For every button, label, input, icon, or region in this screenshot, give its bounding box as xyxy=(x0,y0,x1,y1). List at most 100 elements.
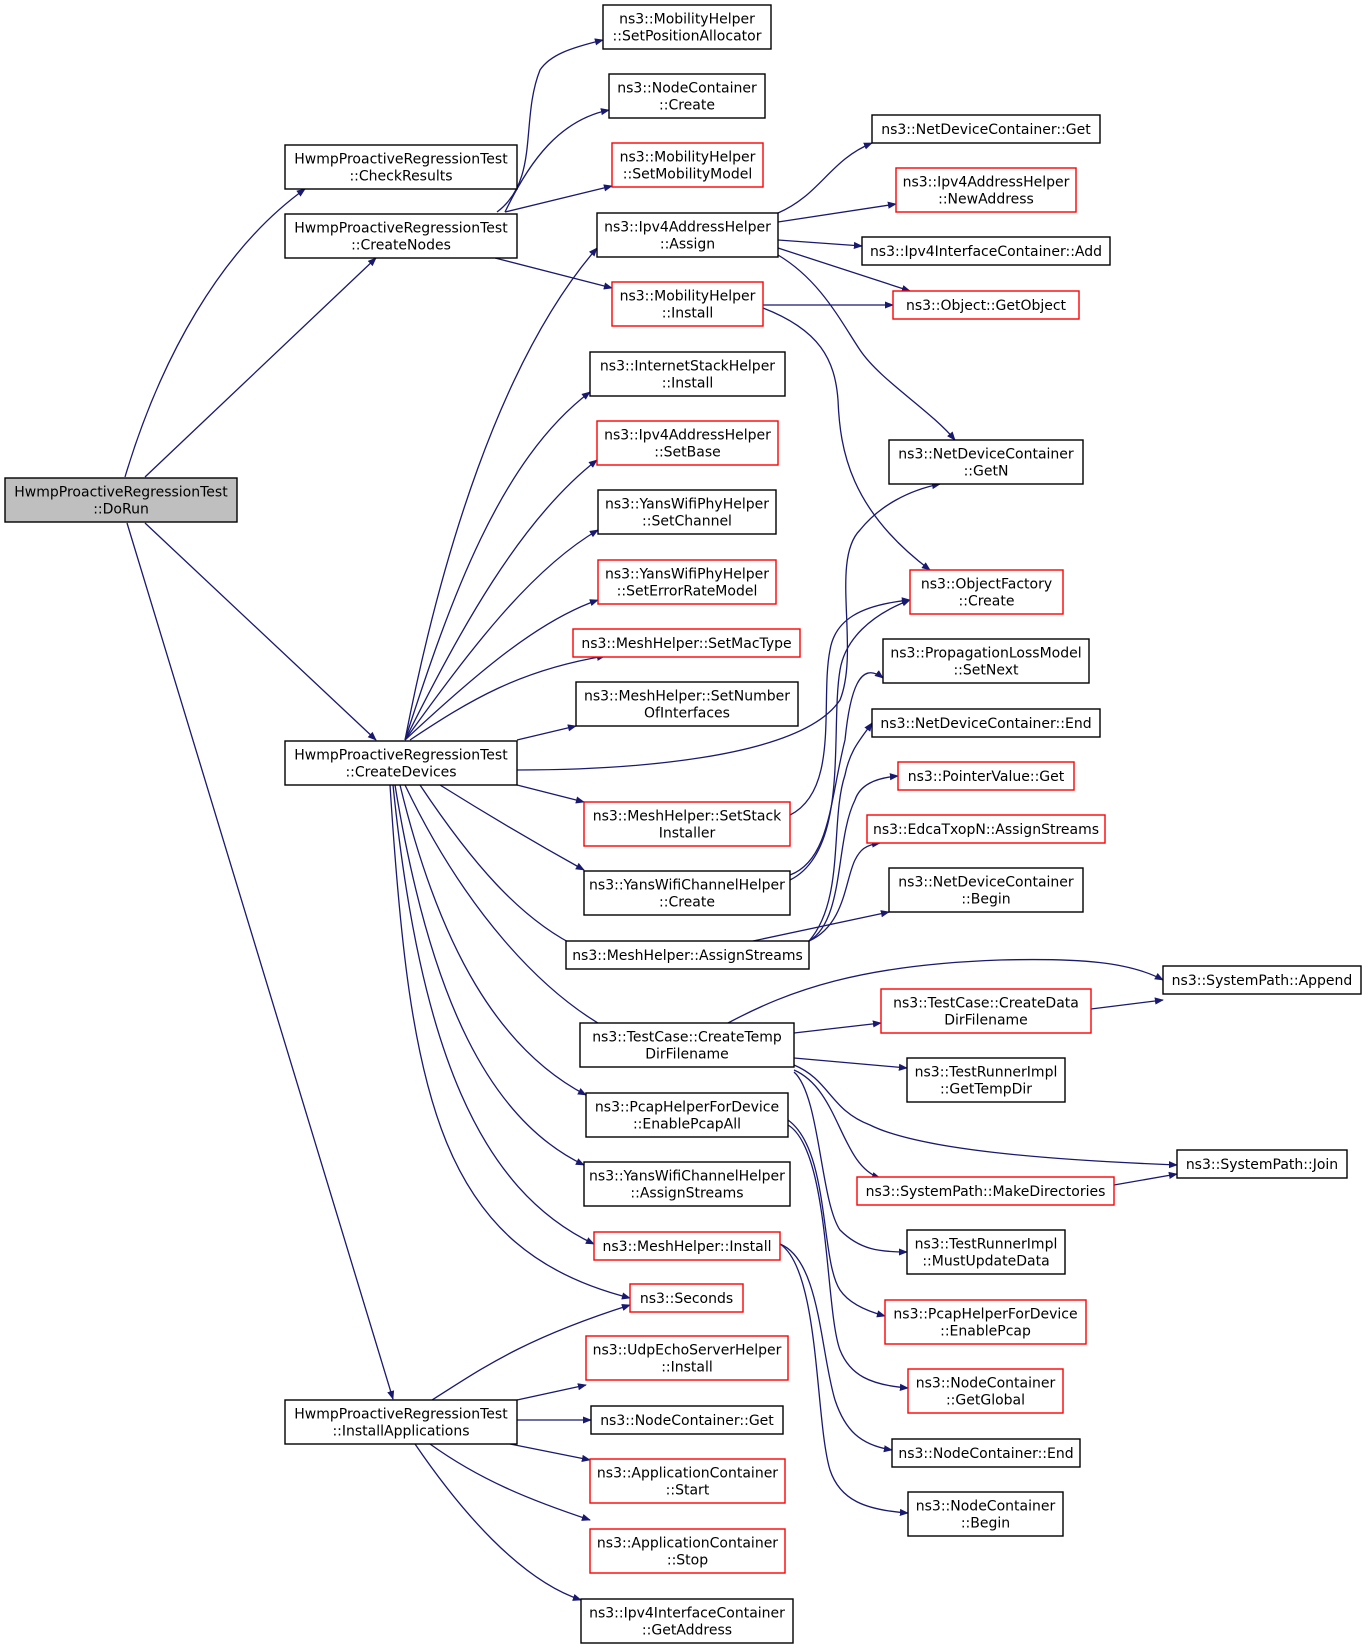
edge-to-pcap_all xyxy=(399,784,587,1096)
node-udpecho[interactable]: ns3::UdpEchoServerHelper::Install xyxy=(585,1335,789,1381)
node-ac_start[interactable]: ns3::ApplicationContainer::Start xyxy=(589,1458,786,1504)
node-createdevices[interactable]: HwmpProactiveRegressionTest::CreateDevic… xyxy=(284,740,518,786)
edge-to-seconds xyxy=(431,1304,631,1401)
edge-to-seconds xyxy=(389,784,631,1300)
node-sp_append[interactable]: ns3::SystemPath::Append xyxy=(1162,965,1362,995)
node-label: ns3::InternetStackHelper xyxy=(600,359,775,375)
node-mesh_setmac[interactable]: ns3::MeshHelper::SetMacType xyxy=(572,628,801,658)
node-ipv4ic_getaddr[interactable]: ns3::Ipv4InterfaceContainer::GetAddress xyxy=(580,1598,794,1644)
node-label: ns3::SystemPath::Join xyxy=(1186,1157,1338,1173)
node-ipv4ic_add[interactable]: ns3::Ipv4InterfaceContainer::Add xyxy=(861,236,1111,266)
node-yans_setchannel[interactable]: ns3::YansWifiPhyHelper::SetChannel xyxy=(597,489,777,535)
node-box xyxy=(871,708,1101,738)
edge-to-nc_create xyxy=(504,108,610,213)
node-label: ns3::Ipv4AddressHelper xyxy=(604,428,771,444)
edge-to-mesh_setmac xyxy=(409,653,606,741)
node-ipv4setbase[interactable]: ns3::Ipv4AddressHelper::SetBase xyxy=(596,420,779,466)
node-box xyxy=(4,477,238,523)
node-label: ::Begin xyxy=(961,1516,1010,1532)
node-nc_create[interactable]: ns3::NodeContainer::Create xyxy=(608,73,766,119)
node-ndc_begin[interactable]: ns3::NetDeviceContainer::Begin xyxy=(888,867,1084,913)
node-label: ns3::TestCase::CreateData xyxy=(893,996,1079,1012)
node-nc_getglobal[interactable]: ns3::NodeContainer::GetGlobal xyxy=(907,1368,1064,1414)
node-label: Installer xyxy=(659,826,716,842)
node-yans_seterr[interactable]: ns3::YansWifiPhyHelper::SetErrorRateMode… xyxy=(597,559,777,605)
node-of_create[interactable]: ns3::ObjectFactory::Create xyxy=(909,569,1064,615)
node-getobject[interactable]: ns3::Object::GetObject xyxy=(892,290,1080,320)
node-ish_install[interactable]: ns3::InternetStackHelper::Install xyxy=(589,351,786,397)
node-label: ns3::MeshHelper::SetStack xyxy=(593,809,782,825)
node-box xyxy=(596,212,779,258)
node-pcap_enable[interactable]: ns3::PcapHelperForDevice::EnablePcap xyxy=(884,1299,1087,1345)
node-ipv4assign[interactable]: ns3::Ipv4AddressHelper::Assign xyxy=(596,212,779,258)
node-box xyxy=(907,1368,1064,1414)
node-box xyxy=(284,1399,518,1445)
node-box xyxy=(866,814,1106,844)
node-box xyxy=(596,420,779,466)
node-box xyxy=(880,988,1092,1034)
node-createnodes[interactable]: HwmpProactiveRegressionTest::CreateNodes xyxy=(284,213,518,259)
node-label: ns3::NetDeviceContainer xyxy=(898,875,1074,891)
node-label: ns3::MeshHelper::Install xyxy=(603,1239,772,1255)
node-box xyxy=(575,681,799,727)
node-setposalloc[interactable]: ns3::MobilityHelper::SetPositionAllocato… xyxy=(602,4,772,50)
node-tri_gettemp[interactable]: ns3::TestRunnerImpl::GetTempDir xyxy=(906,1057,1066,1103)
node-label: ns3::NodeContainer xyxy=(617,81,757,97)
node-installapps[interactable]: HwmpProactiveRegressionTest::InstallAppl… xyxy=(284,1399,518,1445)
node-box xyxy=(897,761,1075,791)
node-box xyxy=(888,439,1084,485)
edge-to-of_create xyxy=(789,599,911,881)
node-sp_makedirs[interactable]: ns3::SystemPath::MakeDirectories xyxy=(856,1176,1115,1206)
node-ywch_assign[interactable]: ns3::YansWifiChannelHelper::AssignStream… xyxy=(583,1161,791,1207)
edge-to-ndc_getn xyxy=(516,482,941,771)
edge-to-ywch_assign xyxy=(394,784,585,1166)
node-box xyxy=(583,801,791,847)
node-pv_get[interactable]: ns3::PointerValue::Get xyxy=(897,761,1075,791)
node-sp_join[interactable]: ns3::SystemPath::Join xyxy=(1176,1149,1348,1179)
node-ac_stop[interactable]: ns3::ApplicationContainer::Stop xyxy=(589,1528,786,1574)
node-label: ns3::SystemPath::MakeDirectories xyxy=(866,1184,1106,1200)
node-mesh_assignstreams[interactable]: ns3::MeshHelper::AssignStreams xyxy=(565,940,810,970)
node-label: ns3::UdpEchoServerHelper xyxy=(593,1343,782,1359)
node-nc_end[interactable]: ns3::NodeContainer::End xyxy=(891,1438,1081,1468)
edge-to-tri_mustupdate xyxy=(793,1071,908,1256)
node-label: ns3::MeshHelper::SetNumber xyxy=(584,689,790,705)
node-label: ::InstallApplications xyxy=(332,1424,469,1440)
node-setmobmodel[interactable]: ns3::MobilityHelper::SetMobilityModel xyxy=(611,142,764,188)
node-nc_begin[interactable]: ns3::NodeContainer::Begin xyxy=(907,1491,1064,1537)
node-box xyxy=(284,213,518,259)
node-checkresults[interactable]: HwmpProactiveRegressionTest::CheckResult… xyxy=(284,144,518,190)
node-label: ns3::YansWifiPhyHelper xyxy=(605,497,769,513)
node-label: ns3::Object::GetObject xyxy=(906,298,1067,314)
edge-to-ipv4newaddr xyxy=(777,201,897,223)
edge-to-sp_join xyxy=(1113,1171,1178,1186)
node-mob_install[interactable]: ns3::MobilityHelper::Install xyxy=(611,281,764,327)
node-label: ns3::NetDeviceContainer xyxy=(898,447,1074,463)
node-ndc_end[interactable]: ns3::NetDeviceContainer::End xyxy=(871,708,1101,738)
node-label: ns3::YansWifiChannelHelper xyxy=(589,1169,785,1185)
node-seconds[interactable]: ns3::Seconds xyxy=(629,1283,744,1313)
node-label: ns3::NetDeviceContainer::Get xyxy=(881,122,1091,138)
node-ywch_create[interactable]: ns3::YansWifiChannelHelper::Create xyxy=(583,870,791,916)
edge-to-plm_setnext xyxy=(789,670,884,876)
node-dorun[interactable]: HwmpProactiveRegressionTest::DoRun xyxy=(4,477,238,523)
node-label: ::Install xyxy=(661,1360,713,1376)
node-label: HwmpProactiveRegressionTest xyxy=(294,152,508,168)
edge-to-ipv4ic_getaddr xyxy=(414,1443,582,1601)
node-pcap_all[interactable]: ns3::PcapHelperForDevice::EnablePcapAll xyxy=(585,1092,789,1138)
node-ipv4newaddr[interactable]: ns3::Ipv4AddressHelper::NewAddress xyxy=(895,167,1077,213)
node-plm_setnext[interactable]: ns3::PropagationLossModel::SetNext xyxy=(882,638,1090,684)
node-nc_get[interactable]: ns3::NodeContainer::Get xyxy=(590,1405,784,1435)
node-ndc_get[interactable]: ns3::NetDeviceContainer::Get xyxy=(871,114,1101,144)
node-label: ns3::MobilityHelper xyxy=(619,12,755,28)
node-tri_mustupdate[interactable]: ns3::TestRunnerImpl::MustUpdateData xyxy=(906,1229,1066,1275)
node-ndc_getn[interactable]: ns3::NetDeviceContainer::GetN xyxy=(888,439,1084,485)
edge-to-createdevices xyxy=(144,522,377,741)
node-mesh_install[interactable]: ns3::MeshHelper::Install xyxy=(593,1231,781,1261)
node-box xyxy=(906,1229,1066,1275)
node-edca_assign[interactable]: ns3::EdcaTxopN::AssignStreams xyxy=(866,814,1106,844)
